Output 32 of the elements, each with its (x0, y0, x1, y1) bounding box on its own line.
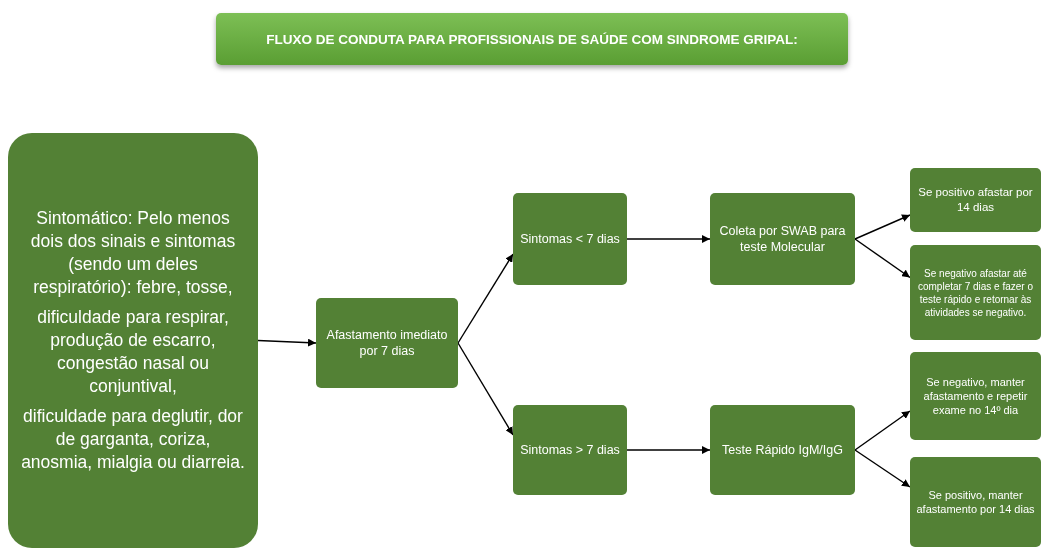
box-text: Afastamento imediato por 7 dias (325, 326, 449, 360)
process-box (513, 405, 627, 495)
box-text: Se positivo, manter afastamento por 14 dias (915, 487, 1036, 517)
arrow (257, 338, 317, 347)
arrow (854, 410, 911, 451)
arrow (457, 342, 514, 436)
arrow (854, 449, 911, 488)
process-box (513, 193, 627, 285)
box-text: Sintomas > 7 dias (520, 441, 620, 459)
process-box (910, 352, 1041, 440)
process-box (316, 298, 458, 388)
box-text: Sintomas < 7 dias (520, 230, 620, 248)
box-text: Se positivo afastar por 14 dias (917, 185, 1034, 215)
arrow (854, 214, 911, 240)
box-text: Teste Rápido IgM/IgG (722, 441, 843, 459)
process-box (8, 133, 258, 548)
process-box (710, 405, 855, 495)
process-box (910, 245, 1041, 340)
process-box (910, 457, 1041, 547)
title-banner: FLUXO DE CONDUTA PARA PROFISSIONAIS DE SAÚDE COM SINDROME GRIPAL: (216, 13, 848, 65)
arrow (457, 253, 514, 344)
box-text: dificuldade para respirar, produção de escarro, congestão nasal ou conjuntival, (36, 306, 230, 398)
box-text: Se negativo afastar até completar 7 dias e fazer o teste rápido e retornar às atividades se negativo. (916, 266, 1035, 319)
process-box (710, 193, 855, 285)
process-box (910, 168, 1041, 232)
box-text: dificuldade para deglutir, dor de garganta, coriza, anosmia, mialgia ou diarreia. (20, 405, 246, 474)
arrow (854, 238, 911, 279)
box-text: Coleta por SWAB para teste Molecular (718, 222, 847, 256)
arrow (626, 446, 711, 454)
box-text: Sintomático: Pelo menos dois dos sinais e sintomas (sendo um deles respiratório): febre, tosse, (29, 207, 237, 299)
box-text: Se negativo, manter afastamento e repetir exame no 14º dia (922, 374, 1029, 418)
arrow (626, 235, 711, 243)
